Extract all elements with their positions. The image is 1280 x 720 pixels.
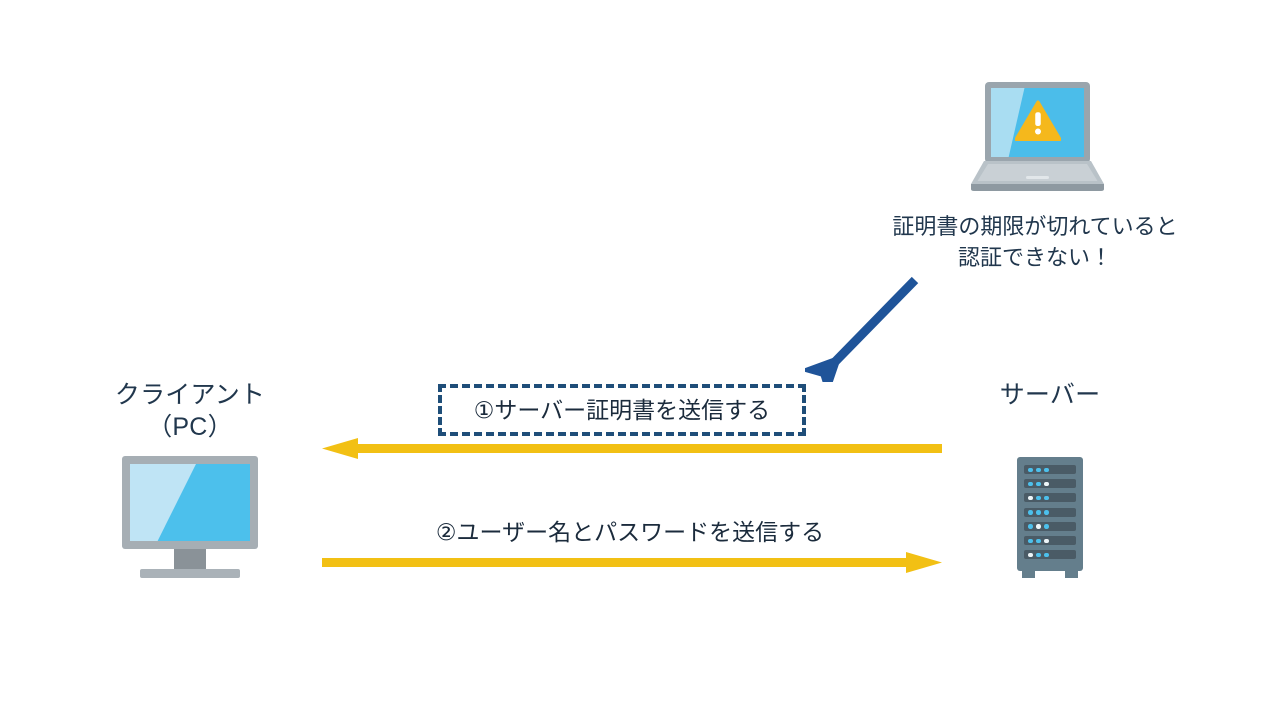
server-status-led	[1044, 538, 1049, 543]
server-status-led	[1044, 495, 1049, 501]
server-status-led	[1028, 495, 1033, 501]
flow-1-label: ①サーバー証明書を送信する	[438, 397, 806, 425]
server-status-led	[1044, 552, 1049, 558]
blue-arrow-pointing-down-left	[805, 276, 919, 382]
server-drive-slot	[1024, 550, 1076, 560]
server-drive-slot	[1024, 507, 1076, 517]
monitor-stand-base	[140, 569, 240, 578]
server-status-led	[1028, 467, 1033, 472]
server-foot-right	[1065, 571, 1078, 578]
server-status-led	[1028, 524, 1033, 529]
client-node-label: クライアント （PC）	[80, 379, 300, 443]
server-drive-slot	[1024, 536, 1076, 545]
warning-annotation-text: 証明書の期限が切れていると 認証できない！	[845, 211, 1225, 273]
server-status-led	[1036, 552, 1041, 558]
server-status-led	[1036, 467, 1041, 472]
server-drive-slot	[1024, 493, 1076, 503]
server-drive-slot	[1024, 521, 1076, 531]
server-status-led	[1044, 510, 1049, 515]
server-status-led	[1036, 524, 1041, 529]
laptop-base	[971, 161, 1104, 191]
client-label-line-2: （PC）	[147, 413, 233, 441]
flow-2-arrow-right	[322, 552, 942, 573]
laptop-screen	[991, 88, 1084, 157]
flow-1-arrow-left	[322, 438, 942, 459]
server-drive-slot	[1024, 479, 1076, 489]
monitor-screen	[130, 464, 250, 541]
server-tower-icon	[1017, 457, 1083, 579]
flow-1-callout-box	[438, 384, 806, 436]
laptop-warning-icon	[970, 82, 1105, 194]
server-status-led	[1036, 495, 1041, 501]
monitor-stand-neck	[174, 549, 206, 571]
server-status-led	[1028, 552, 1033, 558]
server-node-label: サーバー	[960, 379, 1140, 411]
server-status-led	[1036, 510, 1041, 515]
server-status-led	[1036, 481, 1041, 487]
server-status-led	[1028, 510, 1033, 515]
server-status-led	[1036, 538, 1041, 543]
server-drive-slots	[1024, 465, 1076, 565]
desktop-monitor-icon	[122, 456, 258, 578]
flow-1-label-text: ①サーバー証明書を送信する	[473, 397, 771, 423]
server-drive-slot	[1024, 465, 1076, 474]
server-status-led	[1028, 481, 1033, 487]
flow-2-label-text: ②ユーザー名とパスワードを送信する	[435, 519, 825, 545]
server-label-text: サーバー	[999, 381, 1101, 409]
server-status-led	[1044, 524, 1049, 529]
monitor-screen-highlight	[157, 464, 250, 541]
server-status-led	[1028, 538, 1033, 543]
server-status-led	[1044, 481, 1049, 487]
client-label-line-1: クライアント	[114, 381, 266, 409]
server-foot-left	[1022, 571, 1035, 578]
warning-triangle-icon	[1015, 100, 1061, 141]
warning-line-2: 認証できない！	[957, 245, 1112, 271]
flow-2-label: ②ユーザー名とパスワードを送信する	[390, 519, 870, 547]
server-status-led	[1044, 467, 1049, 472]
warning-line-1: 証明書の期限が切れていると	[892, 214, 1178, 239]
